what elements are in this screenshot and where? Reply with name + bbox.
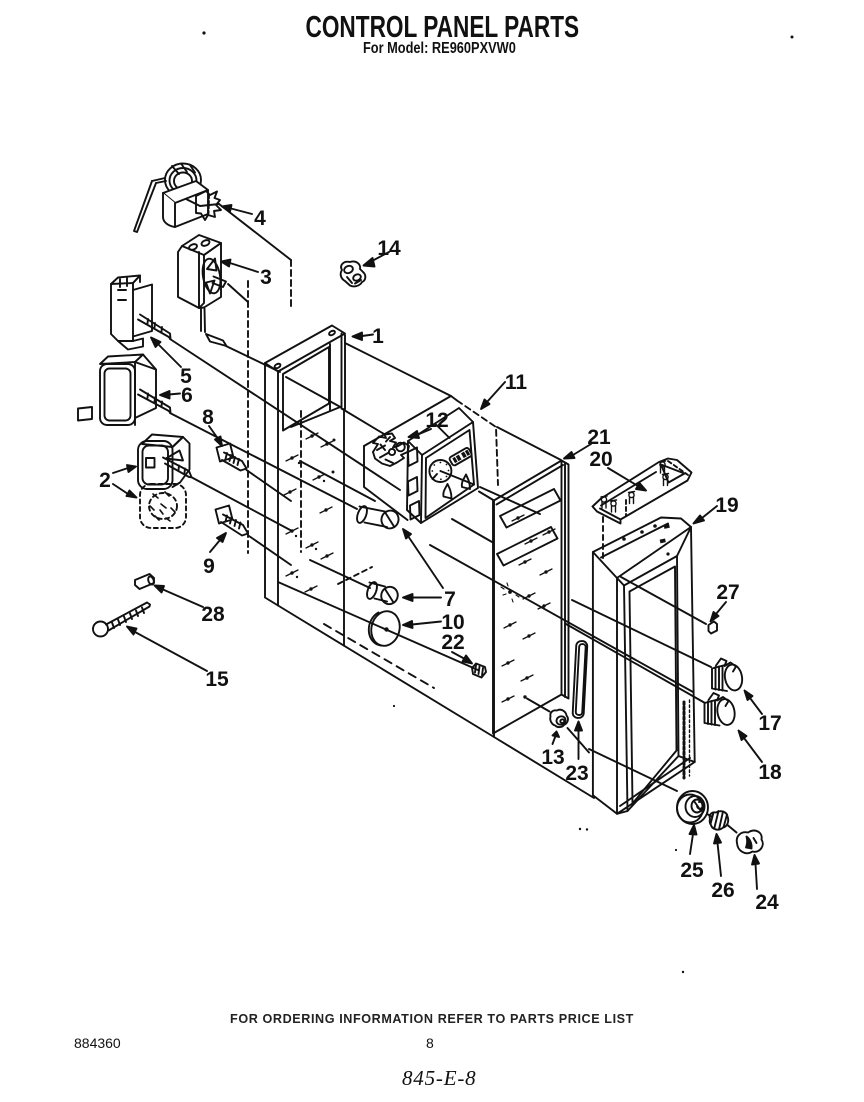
svg-text:11: 11 xyxy=(505,371,528,394)
svg-text:28: 28 xyxy=(201,603,225,626)
svg-text:10: 10 xyxy=(441,611,464,634)
svg-text:18: 18 xyxy=(758,761,782,784)
svg-text:3: 3 xyxy=(260,266,272,289)
svg-text:6: 6 xyxy=(181,384,193,407)
svg-text:22: 22 xyxy=(441,631,464,654)
svg-text:13: 13 xyxy=(541,746,564,769)
svg-text:1: 1 xyxy=(372,325,384,348)
svg-text:15: 15 xyxy=(205,668,229,691)
svg-text:21: 21 xyxy=(587,426,611,449)
svg-text:4: 4 xyxy=(254,207,266,230)
svg-text:23: 23 xyxy=(565,762,588,785)
svg-text:2: 2 xyxy=(99,469,111,492)
svg-text:12: 12 xyxy=(425,409,448,432)
svg-text:27: 27 xyxy=(716,581,739,604)
svg-text:19: 19 xyxy=(715,494,738,517)
svg-text:25: 25 xyxy=(680,859,704,882)
svg-text:5: 5 xyxy=(180,365,192,388)
svg-text:8: 8 xyxy=(202,406,214,429)
svg-text:14: 14 xyxy=(377,237,401,260)
svg-text:9: 9 xyxy=(203,555,215,578)
svg-text:7: 7 xyxy=(444,588,456,611)
svg-text:26: 26 xyxy=(711,879,734,902)
svg-text:20: 20 xyxy=(589,448,612,471)
svg-text:24: 24 xyxy=(755,891,779,914)
svg-text:17: 17 xyxy=(758,712,781,735)
